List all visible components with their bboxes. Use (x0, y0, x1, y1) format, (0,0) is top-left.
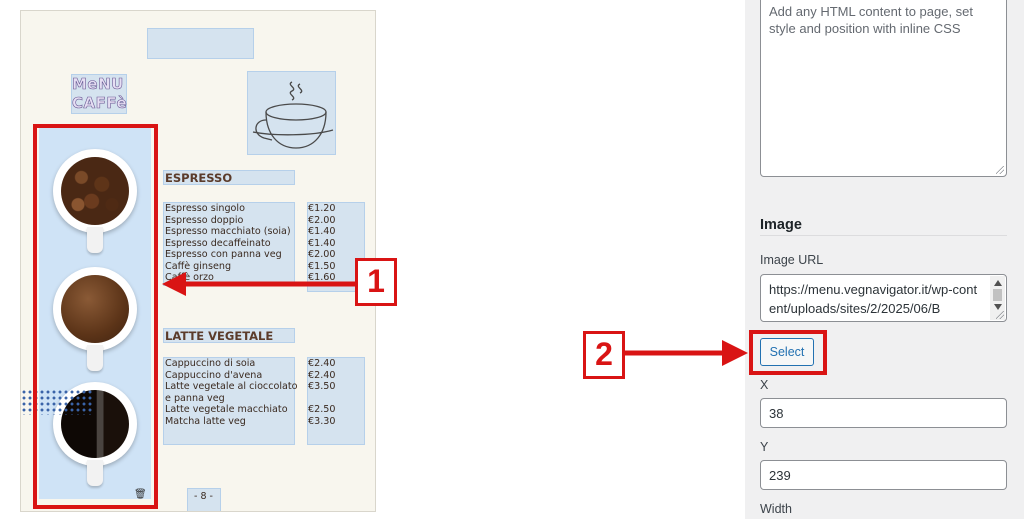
menu-price: €1.50 (308, 260, 336, 272)
menu-price: €2.40 (308, 369, 336, 381)
select-button-highlight (749, 330, 827, 375)
settings-panel: Add any HTML content to page, set style … (745, 0, 1024, 519)
trash-icon[interactable]: 🗑 (134, 489, 147, 500)
select-image-button[interactable]: Select (760, 338, 814, 366)
espresso-items-block[interactable] (163, 202, 295, 286)
menu-item: Espresso singolo (165, 203, 245, 214)
callout-2: 2 (583, 331, 625, 379)
logo-line-menu: MeNU (72, 75, 124, 94)
espresso-heading-block[interactable] (163, 170, 295, 185)
menu-price: €2.00 (308, 249, 336, 260)
image-url-label: Image URL (760, 253, 824, 267)
ground-coffee-cup (53, 267, 137, 371)
html-textarea-text: Add any HTML content to page, set style … (769, 4, 974, 36)
empty-block-top[interactable] (147, 28, 254, 59)
width-label: Width (760, 502, 792, 516)
arrow-2-icon (624, 340, 748, 366)
menu-logo[interactable]: MeNU CAFFè (71, 74, 127, 114)
page-number[interactable]: - 8 - (187, 488, 221, 511)
menu-price: €1.40 (308, 237, 336, 249)
menu-item: Espresso doppio (165, 214, 244, 226)
menu-price: €1.40 (308, 226, 336, 237)
menu-item: Espresso con panna veg (165, 249, 282, 260)
coffee-image-strip[interactable] (39, 127, 151, 499)
menu-price: €1.20 (308, 203, 336, 214)
latte-price-list: €2.40 €2.40 €3.50 €2.50 €3.30 (308, 358, 335, 427)
espresso-prices-block[interactable] (307, 202, 365, 292)
menu-item: Caffè ginseng (165, 260, 232, 272)
latte-item-list: Cappuccino di soia Cappuccino d'avena La… (165, 358, 298, 427)
scroll-down-arrow-icon[interactable] (994, 304, 1002, 310)
y-input[interactable] (760, 460, 1007, 490)
scrollbar-thumb[interactable] (993, 289, 1002, 301)
textarea-scrollbar[interactable] (990, 276, 1005, 320)
scroll-up-arrow-icon[interactable] (994, 280, 1002, 286)
espresso-heading: ESPRESSO (165, 171, 233, 185)
menu-item: Latte vegetale al cioccolato (165, 381, 298, 392)
menu-item: e panna veg (165, 392, 225, 404)
menu-price: €2.50 (308, 404, 336, 415)
menu-page-canvas[interactable]: MeNU CAFFè 🗑 ESPRESSO Espr (20, 10, 376, 512)
arrow-1-icon (162, 272, 356, 296)
image-section-title: Image (760, 217, 802, 233)
menu-price: €2.40 (308, 358, 336, 369)
resize-grip-icon[interactable] (996, 166, 1004, 174)
section-divider (760, 235, 1007, 236)
latte-vegetale-heading: LATTE VEGETALE (165, 329, 274, 343)
coffee-beans-cup (53, 149, 137, 253)
menu-item: Latte vegetale macchiato (165, 404, 288, 415)
latte-heading-block[interactable] (163, 328, 295, 343)
x-input[interactable] (760, 398, 1007, 428)
menu-item: Matcha latte veg (165, 415, 246, 427)
latte-items-block[interactable] (163, 357, 295, 445)
menu-item: Cappuccino di soia (165, 358, 256, 369)
html-content-textarea[interactable]: Add any HTML content to page, set style … (760, 0, 1007, 177)
image-url-field[interactable]: https://menu.vegnavigator.it/wp-content/… (760, 274, 1007, 322)
espresso-item-list: Espresso singolo Espresso doppio Espress… (165, 203, 291, 284)
menu-price: €3.50 (308, 381, 336, 392)
menu-item: Espresso macchiato (soia) (165, 226, 291, 237)
callout-1: 1 (355, 258, 397, 306)
latte-prices-block[interactable] (307, 357, 365, 445)
menu-item: Caffè orzo (165, 272, 214, 283)
menu-item: Espresso decaffeinato (165, 237, 271, 249)
x-label: X (760, 378, 769, 392)
espresso-cup (53, 382, 137, 486)
menu-item: Cappuccino d'avena (165, 369, 263, 381)
menu-price (308, 393, 335, 405)
image-strip-highlight (33, 124, 158, 509)
espresso-price-list: €1.20 €2.00 €1.40 €1.40 €2.00 €1.50 €1.6… (308, 203, 335, 284)
menu-price: €2.00 (308, 214, 336, 226)
coffee-cup-illustration[interactable] (247, 71, 336, 155)
menu-price: €3.30 (308, 415, 336, 427)
coffee-cup-icon (252, 81, 334, 149)
menu-price: €1.60 (308, 272, 336, 283)
image-url-value: https://menu.vegnavigator.it/wp-content/… (769, 282, 978, 316)
resize-grip-icon[interactable] (996, 311, 1004, 319)
logo-line-caffe: CAFFè (72, 94, 128, 113)
y-label: Y (760, 440, 769, 454)
